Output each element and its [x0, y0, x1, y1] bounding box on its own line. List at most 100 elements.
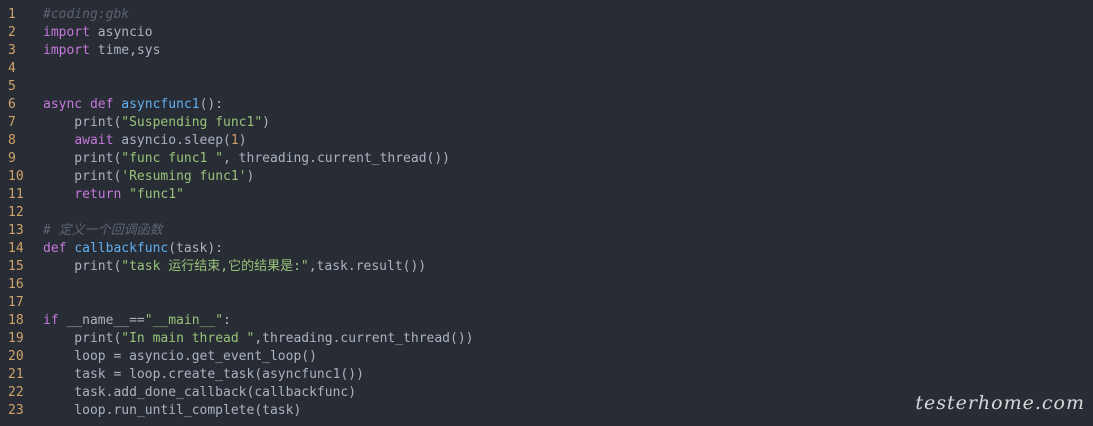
- line-number: 8: [8, 133, 16, 148]
- code-line[interactable]: 23 loop.run_until_complete(task): [0, 402, 1093, 420]
- code-token: return: [74, 187, 122, 202]
- code-token: ): [238, 133, 247, 148]
- line-code: print("In main thread ",threading.curren…: [34, 330, 474, 348]
- code-token: 1: [230, 133, 239, 148]
- line-number: 11: [8, 187, 24, 202]
- line-number: 23: [8, 403, 24, 418]
- code-line[interactable]: 6 async def asyncfunc1():: [0, 96, 1093, 114]
- line-number: 14: [8, 241, 24, 256]
- line-code: async def asyncfunc1():: [34, 96, 223, 114]
- code-line[interactable]: 14 def callbackfunc(task):: [0, 240, 1093, 258]
- line-number: 12: [8, 205, 24, 220]
- code-token: def: [89, 97, 114, 112]
- code-token: print(: [43, 259, 122, 274]
- code-line[interactable]: 1 #coding:gbk: [0, 6, 1093, 24]
- line-number: 16: [8, 277, 24, 292]
- code-line[interactable]: 8 await asyncio.sleep(1): [0, 132, 1093, 150]
- line-code: # 定义一个回调函数: [34, 222, 163, 240]
- line-code: print("Suspending func1"): [34, 114, 270, 132]
- code-token: # 定义一个回调函数: [43, 223, 163, 238]
- line-code: await asyncio.sleep(1): [34, 132, 247, 150]
- code-line[interactable]: 4: [0, 60, 1093, 78]
- line-number: 15: [8, 259, 24, 274]
- code-token: await: [74, 133, 114, 148]
- code-token: ,threading.current_thread()): [254, 331, 474, 346]
- line-code: loop.run_until_complete(task): [34, 402, 301, 420]
- code-line[interactable]: 17: [0, 294, 1093, 312]
- code-token: asyncio: [89, 25, 153, 40]
- line-number: 13: [8, 223, 24, 238]
- line-number: 1: [8, 7, 16, 22]
- line-number: 6: [8, 97, 16, 112]
- line-code: print("func func1 ", threading.current_t…: [34, 150, 450, 168]
- line-number: 9: [8, 151, 16, 166]
- line-code: loop = asyncio.get_event_loop(): [34, 348, 317, 366]
- line-number: 20: [8, 349, 24, 364]
- line-code: [34, 276, 43, 294]
- code-line[interactable]: 13 # 定义一个回调函数: [0, 222, 1093, 240]
- code-line[interactable]: 15 print("task 运行结束,它的结果是:",task.result(…: [0, 258, 1093, 276]
- line-number: 3: [8, 43, 16, 58]
- code-token: loop = asyncio.get_event_loop(): [43, 349, 317, 364]
- line-code: [34, 78, 43, 96]
- line-number: 5: [8, 79, 16, 94]
- line-number: 10: [8, 169, 24, 184]
- code-token: [43, 133, 74, 148]
- code-token: "In main thread ": [121, 331, 255, 346]
- code-line[interactable]: 20 loop = asyncio.get_event_loop(): [0, 348, 1093, 366]
- code-token: [43, 187, 74, 202]
- line-code: task.add_done_callback(callbackfunc): [34, 384, 356, 402]
- code-token: print(: [43, 169, 122, 184]
- code-line[interactable]: 9 print("func func1 ", threading.current…: [0, 150, 1093, 168]
- code-token: "__main__": [144, 313, 224, 328]
- code-line[interactable]: 16: [0, 276, 1093, 294]
- code-token: (task):: [168, 241, 224, 256]
- code-token: asyncio.sleep(: [113, 133, 231, 148]
- line-code: [34, 294, 43, 312]
- code-token: import: [43, 25, 90, 40]
- line-number: 4: [8, 61, 16, 76]
- code-token: [82, 97, 90, 112]
- code-line[interactable]: 5: [0, 78, 1093, 96]
- line-number: 21: [8, 367, 24, 382]
- code-token: ,task.result()): [308, 259, 427, 274]
- code-token: print(: [43, 151, 122, 166]
- code-token: "Suspending func1": [121, 115, 263, 130]
- code-token: ():: [199, 97, 224, 112]
- code-token: async: [43, 97, 83, 112]
- code-token: ): [262, 115, 270, 130]
- code-token: loop.run_until_complete(task): [43, 403, 302, 418]
- line-code: import asyncio: [34, 24, 153, 42]
- code-token: "task 运行结束,它的结果是:": [121, 259, 309, 274]
- code-line[interactable]: 19 print("In main thread ",threading.cur…: [0, 330, 1093, 348]
- code-token: callbackfunc: [74, 241, 169, 256]
- code-line[interactable]: 21 task = loop.create_task(asyncfunc1()): [0, 366, 1093, 384]
- code-line[interactable]: 12: [0, 204, 1093, 222]
- code-token: "func1": [129, 187, 184, 202]
- line-code: task = loop.create_task(asyncfunc1()): [34, 366, 364, 384]
- line-code: if __name__=="__main__":: [34, 312, 231, 330]
- line-number: 19: [8, 331, 24, 346]
- code-token: print(: [43, 331, 122, 346]
- code-token: , threading.current_thread()): [223, 151, 451, 166]
- line-number: 17: [8, 295, 24, 310]
- code-line[interactable]: 7 print("Suspending func1"): [0, 114, 1093, 132]
- code-line[interactable]: 11 return "func1": [0, 186, 1093, 204]
- watermark-logo: testerhome.com: [915, 392, 1085, 414]
- code-token: if: [43, 313, 59, 328]
- code-line[interactable]: 22 task.add_done_callback(callbackfunc): [0, 384, 1093, 402]
- code-line[interactable]: 10 print('Resuming func1'): [0, 168, 1093, 186]
- line-code: def callbackfunc(task):: [34, 240, 223, 258]
- line-code: [34, 60, 43, 78]
- line-number: 7: [8, 115, 16, 130]
- code-token: print(: [43, 115, 122, 130]
- code-token: def: [43, 241, 67, 256]
- code-token: #coding:gbk: [43, 7, 130, 22]
- code-token: "func func1 ": [121, 151, 224, 166]
- line-code: #coding:gbk: [34, 6, 129, 24]
- code-token: ): [246, 169, 255, 184]
